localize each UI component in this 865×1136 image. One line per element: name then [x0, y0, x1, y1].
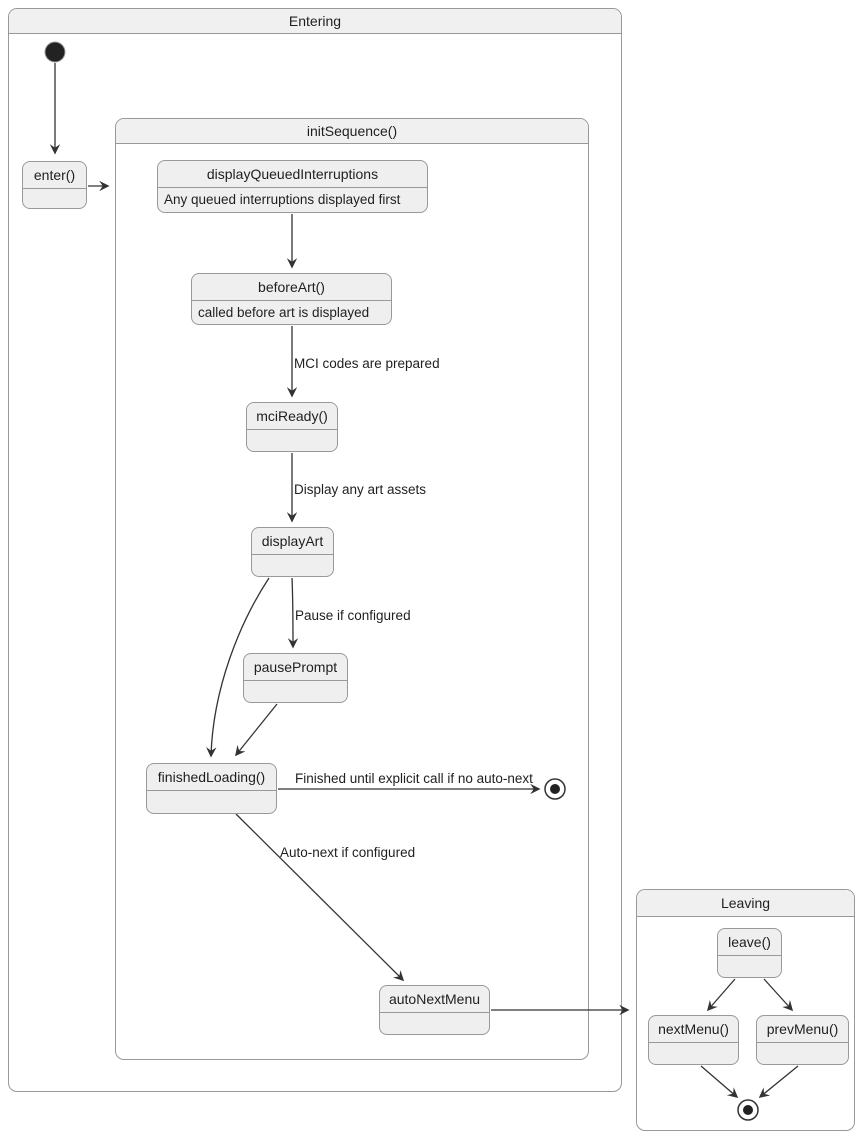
state-display-queued-interruptions-label: displayQueuedInterruptions — [158, 161, 427, 188]
region-leaving-title: Leaving — [637, 890, 854, 917]
edge-label-mci-codes: MCI codes are prepared — [294, 356, 440, 371]
state-display-art-label: displayArt — [252, 528, 333, 555]
state-pause-prompt: pausePrompt — [243, 653, 348, 703]
state-display-queued-interruptions: displayQueuedInterruptions Any queued in… — [157, 160, 428, 213]
edge-label-finished: Finished until explicit call if no auto-… — [295, 771, 533, 786]
state-enter: enter() — [22, 161, 87, 209]
state-enter-label: enter() — [23, 162, 86, 189]
region-init-sequence-title: initSequence() — [116, 119, 588, 144]
region-init-sequence: initSequence() — [115, 118, 589, 1060]
state-next-menu: nextMenu() — [648, 1015, 739, 1065]
state-leave: leave() — [717, 928, 782, 978]
state-finished-loading: finishedLoading() — [146, 763, 277, 814]
state-display-art: displayArt — [251, 527, 334, 577]
edge-label-autonext: Auto-next if configured — [280, 845, 416, 860]
state-before-art-label: beforeArt() — [192, 274, 391, 301]
state-display-queued-interruptions-description: Any queued interruptions displayed first — [164, 192, 401, 207]
state-mci-ready: mciReady() — [246, 402, 338, 452]
state-next-menu-label: nextMenu() — [649, 1016, 738, 1043]
state-prev-menu: prevMenu() — [756, 1015, 849, 1065]
state-before-art-description: called before art is displayed — [198, 305, 370, 320]
state-auto-next-menu-label: autoNextMenu — [380, 986, 489, 1013]
state-prev-menu-label: prevMenu() — [757, 1016, 848, 1043]
state-finished-loading-label: finishedLoading() — [147, 764, 276, 791]
edge-label-pause: Pause if configured — [295, 608, 411, 623]
region-entering-title: Entering — [9, 9, 621, 34]
state-mci-ready-label: mciReady() — [247, 403, 337, 430]
region-leaving: Leaving — [636, 889, 855, 1131]
region-entering: Entering — [8, 8, 622, 1092]
edge-label-display-assets: Display any art assets — [294, 482, 427, 497]
state-before-art: beforeArt() called before art is display… — [191, 273, 392, 325]
state-leave-label: leave() — [718, 929, 781, 956]
state-auto-next-menu: autoNextMenu — [379, 985, 490, 1035]
state-pause-prompt-label: pausePrompt — [244, 654, 347, 681]
